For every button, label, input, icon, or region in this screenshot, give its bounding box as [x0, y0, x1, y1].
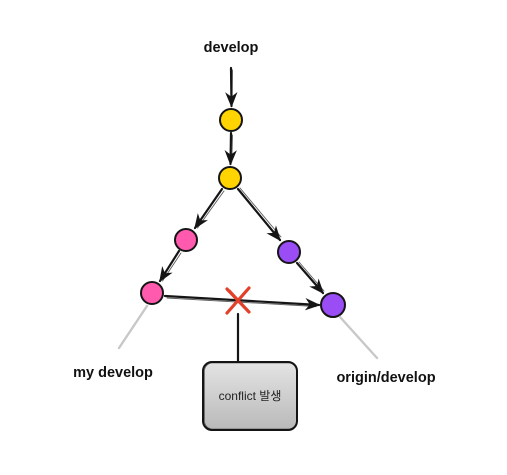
edge-develop-to-commit-1-sketch	[231, 69, 233, 105]
edge-commit-2-to-origin-commit-1-sketch	[239, 187, 282, 238]
origin-develop-pointer-line	[338, 315, 379, 360]
conflict-callout-box-sketch	[204, 362, 297, 430]
my-develop-branch-label: my develop	[73, 365, 153, 381]
edge-my-commit-2-to-origin-commit-2	[163, 294, 321, 311]
edge-develop-to-commit-1	[225, 66, 238, 108]
edge-commit-2-to-my-commit-1	[193, 187, 224, 230]
shared-commit-2	[218, 166, 242, 190]
conflict-callout-label: conflict 발생	[219, 389, 282, 403]
conflict-x-sketch	[228, 289, 248, 311]
my-commit-2	[140, 281, 164, 305]
edge-commit-1-to-commit-2-sketch	[231, 134, 233, 163]
origin-commit-1	[277, 240, 301, 264]
edge-my-commit-1-to-my-commit-2	[158, 249, 181, 283]
conflict-callout-box	[202, 361, 298, 431]
edge-commit-2-to-my-commit-1-sketch	[197, 190, 225, 229]
origin-commit-2	[320, 292, 346, 318]
my-develop-pointer-line	[117, 304, 149, 350]
edge-commit-1-to-commit-2	[224, 131, 237, 166]
develop-branch-label: develop	[204, 40, 259, 56]
my-commit-1	[174, 228, 198, 252]
edge-origin-commit-1-to-origin-commit-2	[295, 261, 325, 295]
origin-develop-branch-label: origin/develop	[336, 370, 435, 386]
edge-origin-commit-1-to-origin-commit-2-sketch	[298, 261, 325, 292]
edge-my-commit-1-to-my-commit-2-sketch	[162, 252, 182, 282]
edge-commit-2-to-origin-commit-1	[236, 187, 282, 242]
shared-commit-1	[219, 108, 243, 132]
conflict-x-icon	[225, 286, 251, 315]
